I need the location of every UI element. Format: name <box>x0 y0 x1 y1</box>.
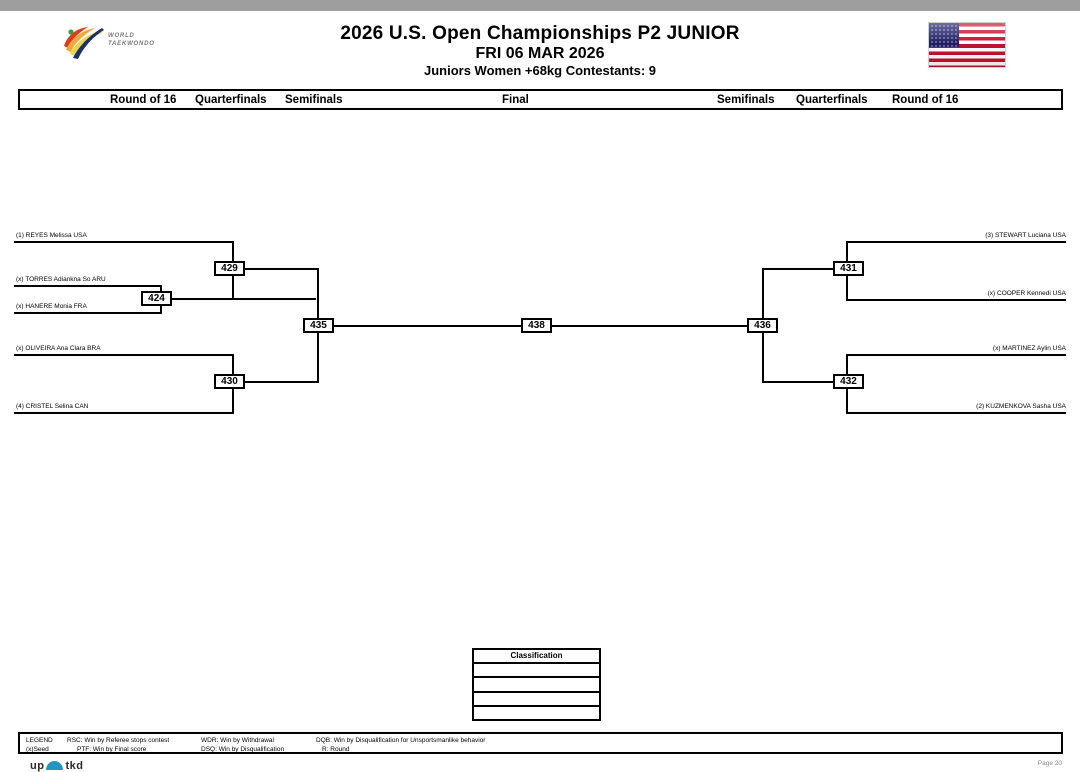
match-box-432[interactable]: 432 <box>833 374 864 389</box>
swoosh-icon <box>46 761 64 770</box>
legend-seed: (x)Seed <box>26 746 49 753</box>
uptkd-logo: up tkd <box>30 760 83 772</box>
athlete-label-cooper: (x) COOPER Kennedi USA <box>987 290 1066 297</box>
round-label-qf-left: Quarterfinals <box>195 94 267 106</box>
round-label-r16-left: Round of 16 <box>110 94 177 106</box>
classification-row[interactable] <box>474 678 599 693</box>
classification-row[interactable] <box>474 664 599 679</box>
name-underline-oliveira <box>14 354 234 356</box>
athlete-label-stewart: (3) STEWART Luciana USA <box>985 232 1066 239</box>
legend-round: R: Round <box>322 746 350 753</box>
round-label-qf-right: Quarterfinals <box>796 94 868 106</box>
athlete-label-cristel: (4) CRISTEL Selina CAN <box>16 403 89 410</box>
athlete-label-hanere: (x) HANERE Monia FRA <box>16 303 87 310</box>
name-underline-torres <box>14 285 162 287</box>
name-underline-cooper <box>846 299 1066 301</box>
round-label-r16-right: Round of 16 <box>892 94 959 106</box>
connector-h-432-to-436 <box>762 381 835 383</box>
uptkd-left-text: up <box>30 760 45 772</box>
name-underline-martinez <box>846 354 1066 356</box>
flag-stars <box>929 23 960 47</box>
wt-emblem-icon <box>64 27 104 59</box>
athlete-label-torres: (x) TORRES Adiankna So ARU <box>16 276 106 283</box>
name-underline-reyes <box>14 241 234 243</box>
match-box-438-final[interactable]: 438 <box>521 318 552 333</box>
name-underline-kuzmenkova <box>846 412 1066 414</box>
connector-h-431-to-436 <box>762 268 835 270</box>
match-box-435[interactable]: 435 <box>303 318 334 333</box>
classification-row[interactable] <box>474 707 599 721</box>
page-title: 2026 U.S. Open Championships P2 JUNIOR <box>340 23 740 44</box>
world-taekwondo-logo: WORLD TAEKWONDO <box>62 24 162 60</box>
legend-title: LEGEND <box>26 737 53 744</box>
connector-h-424-to-429 <box>170 298 316 300</box>
name-underline-cristel <box>14 412 234 414</box>
classification-header: Classification <box>474 650 599 665</box>
connector-h-430-to-435 <box>243 381 319 383</box>
name-underline-hanere <box>14 312 162 314</box>
legend-dsq: DSQ: Win by Disqualification <box>201 746 285 753</box>
event-subtitle: Juniors Women +68kg Contestants: 9 <box>423 63 656 78</box>
legend-box: LEGEND (x)Seed RSC: Win by Referee stops… <box>18 732 1063 754</box>
name-underline-stewart <box>846 241 1066 243</box>
athlete-label-reyes: (1) REYES Melissa USA <box>16 232 87 239</box>
top-strip <box>0 0 1080 11</box>
round-label-final: Final <box>502 94 529 106</box>
classification-table: Classification <box>472 648 601 721</box>
connector-h-436-to-438 <box>551 325 749 327</box>
athlete-label-martinez: (x) MARTINEZ Aylin USA <box>992 345 1066 352</box>
legend-ptf: PTF: Win by Final score <box>77 746 147 753</box>
legend-dqb: DQB: Win by Disqualification for Unsport… <box>316 737 486 744</box>
round-label-sf-right: Semifinals <box>717 94 775 106</box>
wt-logo-text: WORLD TAEKWONDO <box>108 33 155 47</box>
legend-wdr: WDR: Win by Withdrawal <box>201 737 274 744</box>
match-box-424[interactable]: 424 <box>141 291 172 306</box>
legend-rsc: RSC: Win by Referee stops contest <box>67 737 170 744</box>
round-label-sf-left: Semifinals <box>285 94 343 106</box>
page-number: Page 20 <box>1037 760 1062 767</box>
match-box-436[interactable]: 436 <box>747 318 778 333</box>
event-date: FRI 06 MAR 2026 <box>475 45 605 62</box>
uptkd-right-text: tkd <box>65 760 84 772</box>
round-labels-bar: Round of 16 Quarterfinals Semifinals Fin… <box>18 89 1063 110</box>
connector-h-429-to-435 <box>243 268 319 270</box>
connector-h-435-to-438 <box>332 325 532 327</box>
flag-gloss <box>929 23 1005 67</box>
usa-flag <box>928 22 1006 68</box>
match-box-429[interactable]: 429 <box>214 261 245 276</box>
classification-row[interactable] <box>474 693 599 707</box>
match-box-430[interactable]: 430 <box>214 374 245 389</box>
match-box-431[interactable]: 431 <box>833 261 864 276</box>
athlete-label-oliveira: (x) OLIVEIRA Ana Clara BRA <box>16 345 101 352</box>
athlete-label-kuzmenkova: (2) KUZMENKOVA Sasha USA <box>976 403 1066 410</box>
